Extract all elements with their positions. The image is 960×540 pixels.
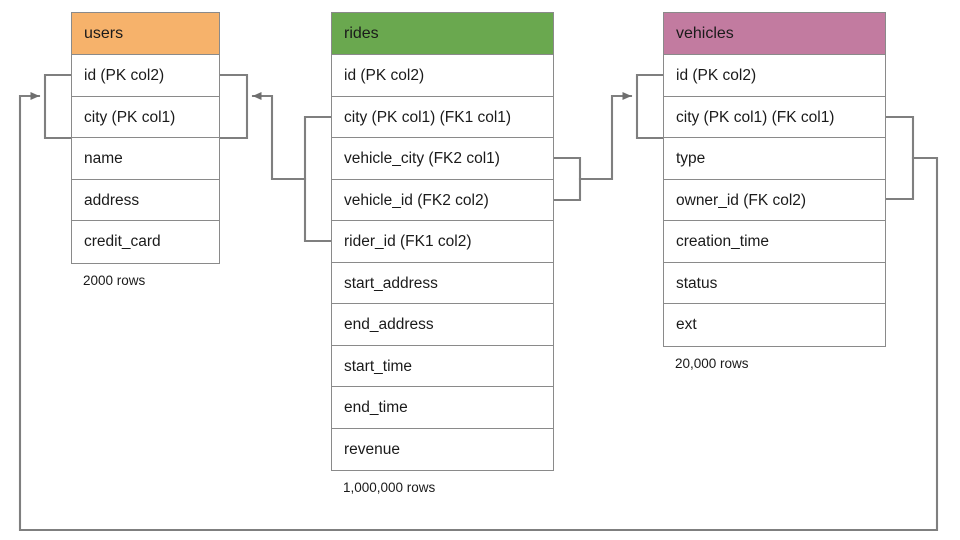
table-rides[interactable]: rides id (PK col2) city (PK col1) (FK1 c… [331, 12, 554, 495]
connector-users-right-bracket [218, 73, 249, 140]
table-vehicles-column-ext[interactable]: ext [664, 304, 885, 346]
table-rides-column-revenue[interactable]: revenue [332, 428, 553, 470]
table-users[interactable]: users id (PK col2) city (PK col1) name a… [71, 12, 220, 288]
table-rides-row-count: 1,000,000 rows [343, 480, 436, 495]
table-vehicles-column-status[interactable]: status [664, 262, 885, 304]
table-vehicles-column-type[interactable]: type [664, 138, 885, 180]
table-vehicles-column-id[interactable]: id (PK col2) [664, 55, 885, 97]
table-users-column-address[interactable]: address [72, 179, 219, 221]
table-rides-column-start-address[interactable]: start_address [332, 262, 553, 304]
table-vehicles-row-count: 20,000 rows [675, 355, 749, 371]
table-rides-column-city[interactable]: city (PK col1) (FK1 col1) [332, 96, 553, 138]
table-users-column-city[interactable]: city (PK col1) [72, 96, 219, 138]
connector-vehicles-left-bracket [635, 73, 665, 140]
table-rides-column-id[interactable]: id (PK col2) [332, 55, 553, 97]
table-vehicles[interactable]: vehicles id (PK col2) city (PK col1) (FK… [663, 12, 886, 371]
table-users-box: users id (PK col2) city (PK col1) name a… [71, 12, 220, 264]
table-rides-title: rides [332, 13, 553, 55]
table-vehicles-column-creation-time[interactable]: creation_time [664, 221, 885, 263]
table-rides-column-vehicle-id[interactable]: vehicle_id (FK2 col2) [332, 179, 553, 221]
table-rides-column-start-time[interactable]: start_time [332, 345, 553, 387]
table-rides-column-end-time[interactable]: end_time [332, 387, 553, 429]
connector-users-left-bracket [43, 73, 73, 140]
table-users-column-name[interactable]: name [72, 138, 219, 180]
table-rides-box: rides id (PK col2) city (PK col1) (FK1 c… [331, 12, 554, 471]
table-users-column-credit-card[interactable]: credit_card [72, 221, 219, 263]
table-vehicles-box: vehicles id (PK col2) city (PK col1) (FK… [663, 12, 886, 347]
table-vehicles-title: vehicles [664, 13, 885, 55]
connector-rides-left-bracket [303, 115, 333, 243]
table-rides-column-vehicle-city[interactable]: vehicle_city (FK2 col1) [332, 138, 553, 180]
connector-rides-right-bracket [552, 156, 582, 202]
table-users-row-count: 2000 rows [83, 272, 146, 288]
table-rides-column-rider-id[interactable]: rider_id (FK1 col2) [332, 221, 553, 263]
table-users-column-id[interactable]: id (PK col2) [72, 55, 219, 97]
table-vehicles-column-owner-id[interactable]: owner_id (FK col2) [664, 179, 885, 221]
table-vehicles-column-city[interactable]: city (PK col1) (FK col1) [664, 96, 885, 138]
table-users-title: users [72, 13, 219, 55]
connector-vehicles-right-bracket [884, 115, 915, 201]
connector-rides-to-vehicles-line [578, 92, 633, 181]
connector-rides-to-users-line [251, 92, 307, 181]
table-rides-column-end-address[interactable]: end_address [332, 304, 553, 346]
